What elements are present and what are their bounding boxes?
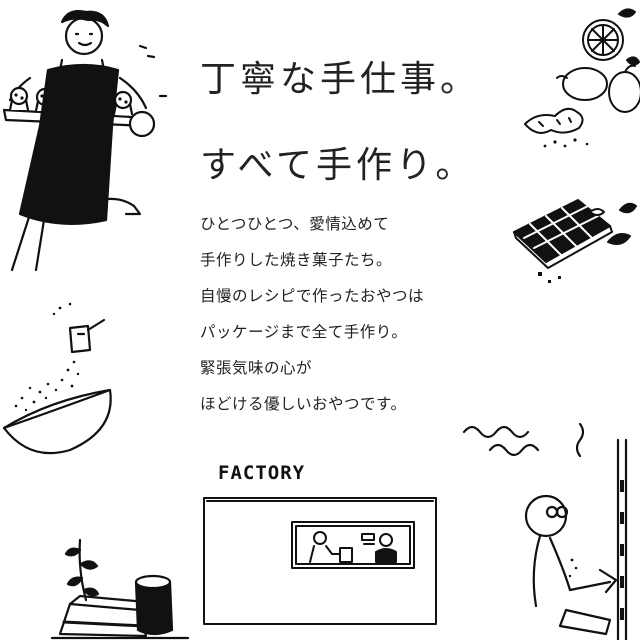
chocolate-waffle-icon (513, 199, 637, 283)
baker-with-cupcake-tray-icon (2, 10, 168, 272)
headline-line-2: すべて手作り。 (200, 145, 476, 186)
flour-bowl-icon (2, 302, 112, 455)
body-line-4: パッケージまで全て手作り。 (200, 323, 408, 341)
headline-line-1: 丁寧な手仕事。 (200, 59, 481, 100)
person-at-oven-icon (462, 422, 628, 640)
body-line-2: 手作りした焼き菓子たち。 (200, 251, 393, 269)
body-line-6: ほどける優しいおやつです。 (200, 395, 407, 413)
fruit-and-ginger-icon (524, 8, 640, 148)
body-line-3: 自慢のレシピで作ったおやつは (200, 287, 425, 305)
factory-window-icon (203, 497, 437, 625)
body-line-5: 緊張気味の心が (200, 359, 313, 377)
body-copy: ひとつひとつ、愛情込めて 手作りした焼き菓子たち。 自慢のレシピで作ったおやつは… (200, 206, 424, 422)
cake-with-herbs-icon (50, 538, 190, 640)
body-line-1: ひとつひとつ、愛情込めて (200, 215, 390, 233)
factory-label: FACTORY (218, 462, 306, 484)
